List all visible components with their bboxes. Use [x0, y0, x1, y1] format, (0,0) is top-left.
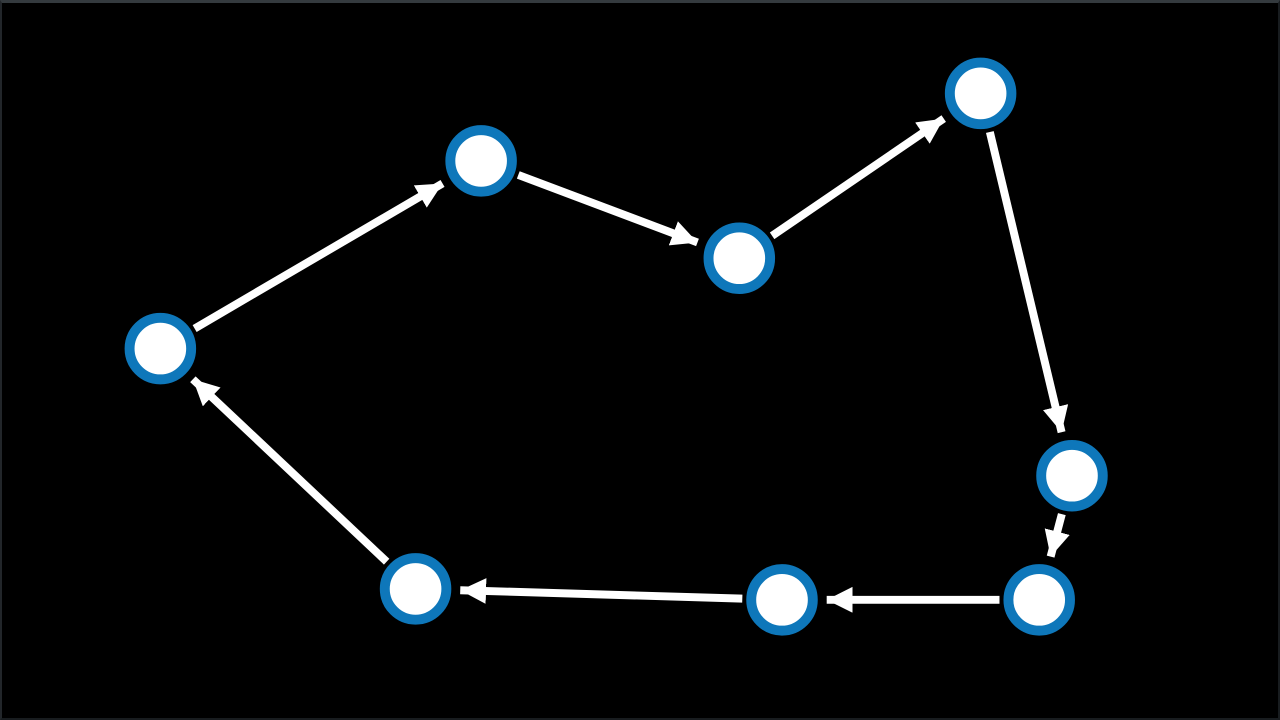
graph-node-right[interactable]	[1036, 439, 1108, 512]
graph-node-bottom-center[interactable]	[746, 564, 818, 636]
edge-arrow-top-right-to-right	[985, 131, 1069, 434]
edge-arrow-upper-left-to-top-center	[516, 171, 699, 247]
edge-arrow-bottom-left-to-left	[190, 376, 390, 565]
graph-node-bottom-left[interactable]	[379, 553, 452, 625]
edge-arrow-top-center-to-top-right	[769, 115, 946, 240]
graph-node-top-center[interactable]	[703, 222, 776, 294]
graph-node-bottom-right[interactable]	[1003, 564, 1075, 636]
graph-node-top-right[interactable]	[944, 57, 1017, 130]
graph-svg	[124, 57, 1108, 636]
edge-arrow-right-to-bottom-right	[1044, 513, 1070, 558]
edge-arrow-bottom-center-to-bottom-left	[460, 578, 743, 604]
edge-arrow-left-to-upper-left	[192, 180, 445, 332]
graph-node-left[interactable]	[124, 312, 197, 385]
graph-node-upper-left[interactable]	[445, 125, 517, 197]
